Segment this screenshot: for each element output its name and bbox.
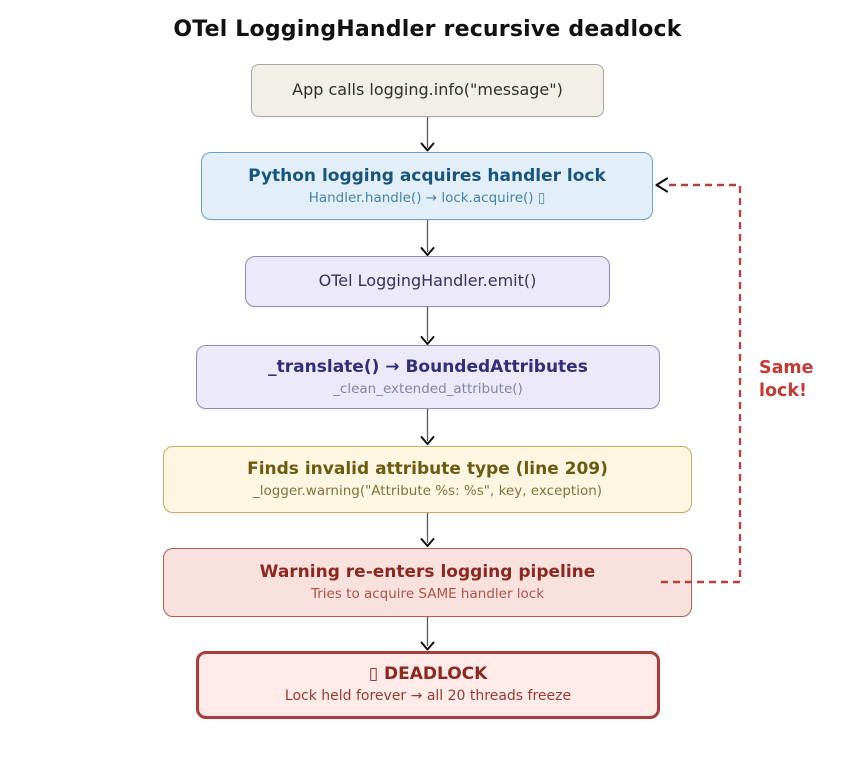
node-deadlock-sublabel: Lock held forever → all 20 threads freez…	[284, 688, 572, 705]
node-deadlock-label: ▯ DEADLOCK	[368, 664, 488, 685]
node-emit-label: OTel LoggingHandler.emit()	[318, 271, 537, 291]
node-acquire-lock: Python logging acquires handler lock Han…	[201, 152, 653, 220]
node-invalid-attr-sublabel: _logger.warning("Attribute %s: %s", key,…	[252, 483, 603, 500]
node-translate: _translate() → BoundedAttributes _clean_…	[196, 345, 660, 409]
node-reenter: Warning re-enters logging pipeline Tries…	[163, 548, 692, 617]
node-app-call: App calls logging.info("message")	[251, 64, 604, 117]
arrow-left-icon	[655, 177, 669, 193]
node-acquire-lock-label: Python logging acquires handler lock	[248, 165, 606, 186]
node-deadlock: ▯ DEADLOCK Lock held forever → all 20 th…	[196, 651, 660, 719]
node-translate-label: _translate() → BoundedAttributes	[268, 356, 588, 377]
same-lock-label: Same lock!	[759, 358, 814, 402]
node-invalid-attr-label: Finds invalid attribute type (line 209)	[247, 459, 608, 479]
node-reenter-sublabel: Tries to acquire SAME handler lock	[310, 586, 545, 603]
diagram-title: OTel LoggingHandler recursive deadlock	[173, 17, 682, 42]
node-translate-sublabel: _clean_extended_attribute()	[333, 380, 523, 397]
same-lock-feedback-edge	[661, 183, 742, 584]
node-acquire-lock-sublabel: Handler.handle() → lock.acquire() ▯	[308, 189, 546, 206]
node-app-call-label: App calls logging.info("message")	[292, 80, 563, 100]
node-invalid-attr: Finds invalid attribute type (line 209) …	[163, 446, 692, 513]
node-emit: OTel LoggingHandler.emit()	[245, 256, 610, 307]
node-reenter-label: Warning re-enters logging pipeline	[259, 562, 596, 582]
